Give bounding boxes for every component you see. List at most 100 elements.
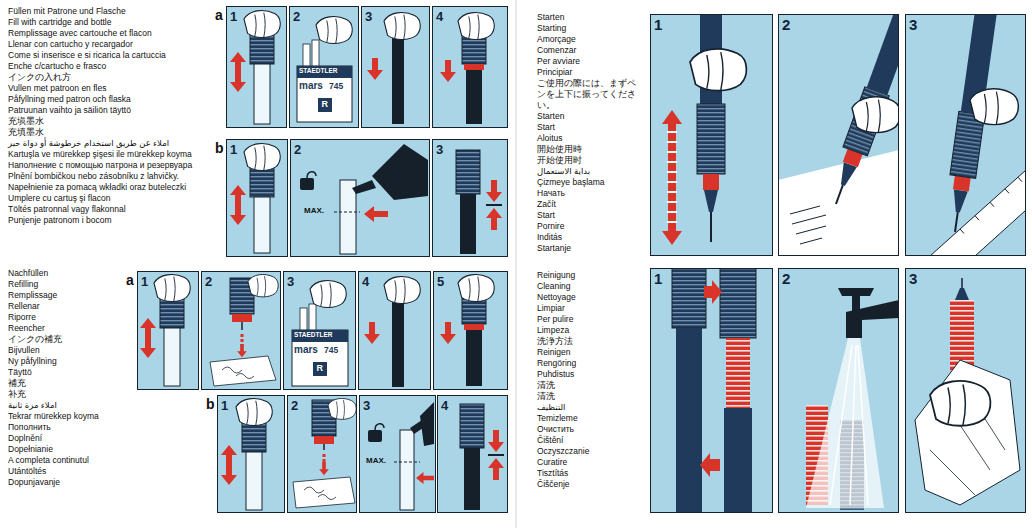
language-caption: Remplissage (8, 290, 123, 301)
language-caption: Reinigen (537, 347, 643, 358)
language-caption: Påfyllning med patron och flaska (8, 94, 213, 105)
pen-drawing (824, 14, 899, 208)
pen-closing (486, 204, 502, 206)
pen-unscrewing (724, 408, 752, 513)
pen-opening (221, 445, 237, 485)
cartridge-insert (384, 13, 420, 40)
panel-ground (359, 395, 436, 513)
cloth-drying (950, 300, 974, 370)
panel-ground (650, 268, 773, 513)
language-caption: Fill with cartridge and bottle (8, 17, 213, 28)
bottle-filling (372, 144, 428, 200)
panel-ground (905, 268, 1026, 513)
cartridge-box (292, 281, 348, 386)
step-number: 1 (138, 273, 148, 288)
pen-ruler (955, 212, 958, 232)
cartridge-removal (323, 444, 325, 450)
tap-rinsing (846, 300, 899, 338)
pen-opening (230, 185, 246, 225)
fill-mark: MAX. (366, 457, 386, 465)
pen-closing (456, 150, 502, 254)
language-caption: Tekrar mürekkep koyma (8, 411, 123, 422)
language-caption: Rengöring (537, 358, 643, 369)
label-slot: 745 (324, 346, 338, 355)
pen-shaking (704, 190, 718, 212)
pen-closing (460, 194, 476, 254)
cartridge-box (318, 98, 332, 112)
panel-ground (358, 271, 431, 390)
language-caption: Starten (537, 12, 643, 23)
pen-unscrewing (720, 268, 756, 338)
pen-closing (440, 275, 494, 386)
panel-ground (217, 395, 285, 513)
pen-drawing (867, 14, 899, 95)
cartridge-insert (367, 13, 420, 124)
label-slot: MAX. (304, 207, 324, 215)
step-number: 3 (433, 141, 443, 156)
pen-shaking (710, 212, 712, 242)
language-list: Füllen mit Patrone und FlascheFill with … (8, 6, 213, 226)
pen-shaking (690, 49, 746, 91)
step-panel: 1 (137, 271, 199, 390)
cartridge-removal (319, 462, 329, 475)
cloth-drying (915, 278, 1020, 505)
bottle-filling (368, 402, 434, 510)
language-caption: Start (537, 210, 643, 221)
panel-ground (290, 139, 430, 257)
language-caption: املاء مرة ثانية (8, 400, 123, 411)
language-caption: Per pulire (537, 314, 643, 325)
pen-closing (458, 275, 494, 302)
pen-unscrewing (676, 328, 702, 513)
pen-drawing (852, 97, 899, 133)
panel-ground (283, 271, 356, 390)
bottle-filling (300, 144, 428, 254)
cartridge-box (316, 17, 352, 44)
cartridge-insert (367, 58, 383, 80)
language-caption: 开始使用时 (537, 155, 643, 166)
panel-ground (361, 6, 430, 128)
cartridge-box (292, 330, 348, 386)
cloth-drying (930, 380, 1005, 495)
step-panel: 1 (650, 268, 773, 513)
pen-shaking (662, 14, 746, 245)
panel-ground (905, 14, 1026, 256)
cartridge-box (312, 40, 319, 68)
panel-ground (137, 271, 199, 390)
row-letter: a (215, 6, 226, 22)
bottle-filling (364, 206, 388, 222)
language-caption: Amorçage (537, 34, 643, 45)
panel-ground (226, 139, 288, 257)
language-caption: Startanje (537, 243, 643, 254)
language-caption: Start (537, 122, 643, 133)
pen-opening (254, 64, 270, 124)
step-panel: 4 (358, 271, 431, 390)
pen-closing (488, 430, 504, 452)
bottle-filling (352, 180, 376, 194)
pen-ruler (951, 189, 968, 213)
language-caption: 清洗 (537, 391, 643, 402)
language-caption: Temizleme (537, 413, 643, 424)
language-caption: Doplnění (8, 433, 123, 444)
language-caption: Limpiar (537, 303, 643, 314)
label-slot: 745 (329, 82, 343, 91)
step-number: 2 (291, 141, 301, 156)
language-caption: Čištění (537, 435, 643, 446)
language-caption: Plnění bombičkou nebo zásobníku z lahvič… (8, 171, 213, 182)
cartridge-box (297, 17, 352, 122)
pen-shaking (667, 132, 677, 222)
ink-code: R (322, 100, 329, 109)
language-caption: A completa continutul (8, 455, 123, 466)
cartridge-removal (241, 322, 243, 330)
pen-opening (236, 399, 272, 426)
language-caption: Riporre (8, 312, 123, 323)
step-number: 3 (906, 15, 917, 32)
pen-drawing (778, 150, 899, 256)
language-caption: Začít (537, 199, 643, 210)
language-caption: Bijvullen (8, 345, 123, 356)
pen-drawing (836, 185, 843, 204)
step-panel: 4 (432, 6, 508, 128)
pen-unscrewing (726, 338, 750, 408)
pen-unscrewing (672, 268, 706, 328)
bottle-filling (300, 178, 314, 190)
